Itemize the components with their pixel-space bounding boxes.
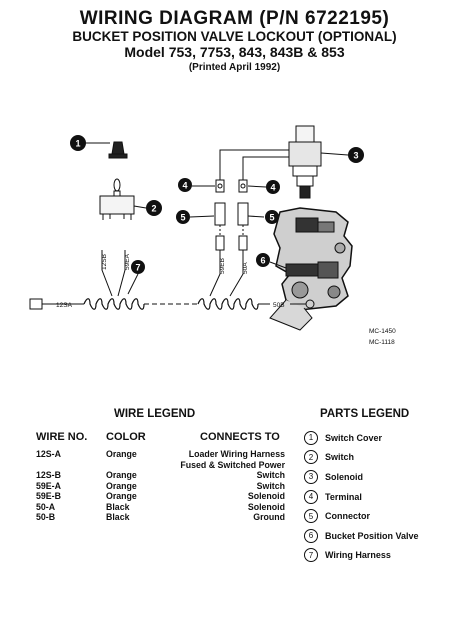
parts-legend-item: 2 Switch <box>304 448 464 468</box>
part-label: Terminal <box>325 491 362 502</box>
part-number-badge: 6 <box>304 528 318 543</box>
callout-1: 1 <box>70 135 86 151</box>
color-cell: Orange <box>106 491 137 501</box>
callout-6: 6 <box>256 253 270 267</box>
wire-cell: 12S-B <box>36 470 61 480</box>
parts-legend-item: 1 Switch Cover <box>304 428 464 448</box>
part-number-badge: 5 <box>304 509 318 524</box>
connector-left-icon <box>214 202 226 251</box>
wire-color-column: Orange Orange Orange Orange Black Black <box>106 449 166 523</box>
svg-text:4: 4 <box>182 181 187 191</box>
color-cell: Orange <box>106 470 137 480</box>
terminal-right-icon <box>238 179 248 193</box>
wire-connects-column: Loader Wiring Harness Fused & Switched P… <box>156 449 285 523</box>
connector-right-icon <box>237 202 249 251</box>
parts-legend-item: 3 Solenoid <box>304 467 464 487</box>
wiring-harness-icon <box>29 298 315 310</box>
connects-cell: Switch <box>256 480 285 491</box>
part-label: Switch Cover <box>325 432 383 443</box>
callout-5-right: 5 <box>265 210 279 224</box>
connects-cell: Solenoid <box>247 491 285 501</box>
svg-text:5: 5 <box>180 213 185 223</box>
wire-legend-heading: WIRE LEGEND <box>114 408 196 420</box>
title-block: WIRING DIAGRAM (P/N 6722195) BUCKET POSI… <box>0 8 469 75</box>
connects-cell: Fused & Switched Power <box>180 459 285 470</box>
part-label: Solenoid <box>325 471 363 482</box>
callout-7: 7 <box>131 260 145 274</box>
wire-number-column: 12S-A 12S-B 59E-A 59E-B 50-A 50-B <box>36 449 96 523</box>
callout-3: 3 <box>348 147 364 163</box>
svg-text:7: 7 <box>135 263 140 273</box>
page-subtitle: BUCKET POSITION VALVE LOCKOUT (OPTIONAL) <box>72 29 397 44</box>
color-cell: Black <box>106 512 130 522</box>
connects-cell: Switch <box>256 470 285 480</box>
callout-4-left: 4 <box>178 178 192 192</box>
col-color: COLOR <box>106 431 146 443</box>
parts-legend-item: 4 Terminal <box>304 487 464 507</box>
connects-cell: Loader Wiring Harness <box>188 449 285 459</box>
wire-label-59eb: 59EB <box>219 258 226 274</box>
svg-text:6: 6 <box>260 256 265 266</box>
color-cell: Orange <box>106 449 137 459</box>
parts-legend-heading: PARTS LEGEND <box>320 408 410 420</box>
svg-text:5: 5 <box>269 213 274 223</box>
wire-cell: 59E-B <box>36 491 61 501</box>
callout-4-right: 4 <box>266 180 280 194</box>
wire-label-12sa: 12SA <box>56 302 73 309</box>
parts-legend-item: 6 Bucket Position Valve <box>304 526 464 546</box>
connects-cell: Ground <box>253 512 285 522</box>
wire-label-12sb: 12SB <box>101 254 108 270</box>
wire-cell <box>36 460 96 471</box>
wire-cell: 59E-A <box>36 480 61 491</box>
col-connects-to: CONNECTS TO <box>200 431 280 443</box>
bucket-position-valve-icon <box>269 207 353 331</box>
part-number-badge: 3 <box>304 469 318 484</box>
parts-legend-item: 5 Connector <box>304 506 464 526</box>
part-number-badge: 2 <box>304 450 318 465</box>
part-number-badge: 4 <box>304 489 318 504</box>
model-list: Model 753, 7753, 843, 843B & 853 <box>124 44 345 60</box>
page-title: WIRING DIAGRAM (P/N 6722195) <box>79 8 390 29</box>
col-wire-no: WIRE NO. <box>36 431 88 443</box>
svg-text:3: 3 <box>353 151 358 161</box>
parts-legend-item: 7 Wiring Harness <box>304 546 464 566</box>
part-number-badge: 1 <box>304 430 318 445</box>
callout-2: 2 <box>146 200 162 216</box>
solenoid-icon <box>288 125 322 199</box>
color-cell: Orange <box>106 480 137 491</box>
wire-cell: 12S-A <box>36 449 61 459</box>
svg-text:4: 4 <box>270 183 275 193</box>
color-cell: Black <box>106 501 130 512</box>
wire-label-50b: 50B <box>273 302 285 309</box>
wire-cell: 50-A <box>36 501 56 512</box>
print-date: (Printed April 1992) <box>188 62 281 73</box>
part-label: Connector <box>325 511 370 522</box>
connects-cell: Solenoid <box>247 501 285 512</box>
toggle-switch-icon <box>99 178 135 220</box>
switch-cover-icon <box>108 141 128 159</box>
part-number-badge: 7 <box>304 548 318 563</box>
part-label: Wiring Harness <box>325 550 391 561</box>
svg-text:2: 2 <box>151 204 156 214</box>
drawing-code-1: MC-1450 <box>369 328 396 335</box>
terminal-left-icon <box>215 179 225 193</box>
part-label: Switch <box>325 452 355 463</box>
callout-5-left: 5 <box>176 210 190 224</box>
wire-cell: 50-B <box>36 512 56 522</box>
drawing-code-2: MC-1118 <box>369 339 395 346</box>
parts-legend-list: 1 Switch Cover 2 Switch 3 Solenoid 4 Ter… <box>304 428 464 565</box>
wire-label-59ea: 59EA <box>124 253 131 270</box>
svg-text:1: 1 <box>75 139 80 149</box>
part-label: Bucket Position Valve <box>325 530 419 541</box>
wire-label-50a: 50A <box>242 262 249 274</box>
